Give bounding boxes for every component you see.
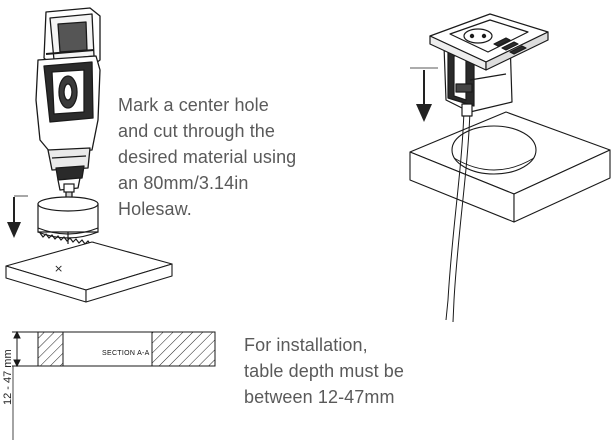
table-block-right (409, 111, 611, 223)
section-label: SECTION A-A (102, 350, 150, 357)
cut-line-4: an 80mm/3.14in (118, 173, 249, 193)
depth-instructions: For installation, table depth must be be… (244, 332, 404, 410)
cut-line-5: Holesaw. (118, 199, 192, 219)
cut-line-2: and cut through the (118, 121, 276, 141)
depth-dimension-label: 12 - 47 mm (2, 349, 14, 405)
socket-module (429, 13, 549, 117)
cut-line-3: desired material using (118, 147, 297, 167)
drill-illustration (35, 7, 101, 201)
down-arrow-right-icon (410, 67, 438, 122)
cut-instructions: Mark a center hole and cut through the d… (118, 92, 296, 222)
depth-line-3: between 12-47mm (244, 387, 395, 407)
section-drawing (12, 330, 216, 440)
down-arrow-icon (7, 195, 28, 238)
power-cable (445, 109, 471, 323)
cut-line-1: Mark a center hole (118, 95, 269, 115)
holesaw-illustration (37, 183, 99, 246)
center-mark-icon: × (54, 262, 63, 275)
depth-line-1: For installation, (244, 335, 368, 355)
table-block-left (5, 241, 173, 303)
depth-line-2: table depth must be (244, 361, 405, 381)
